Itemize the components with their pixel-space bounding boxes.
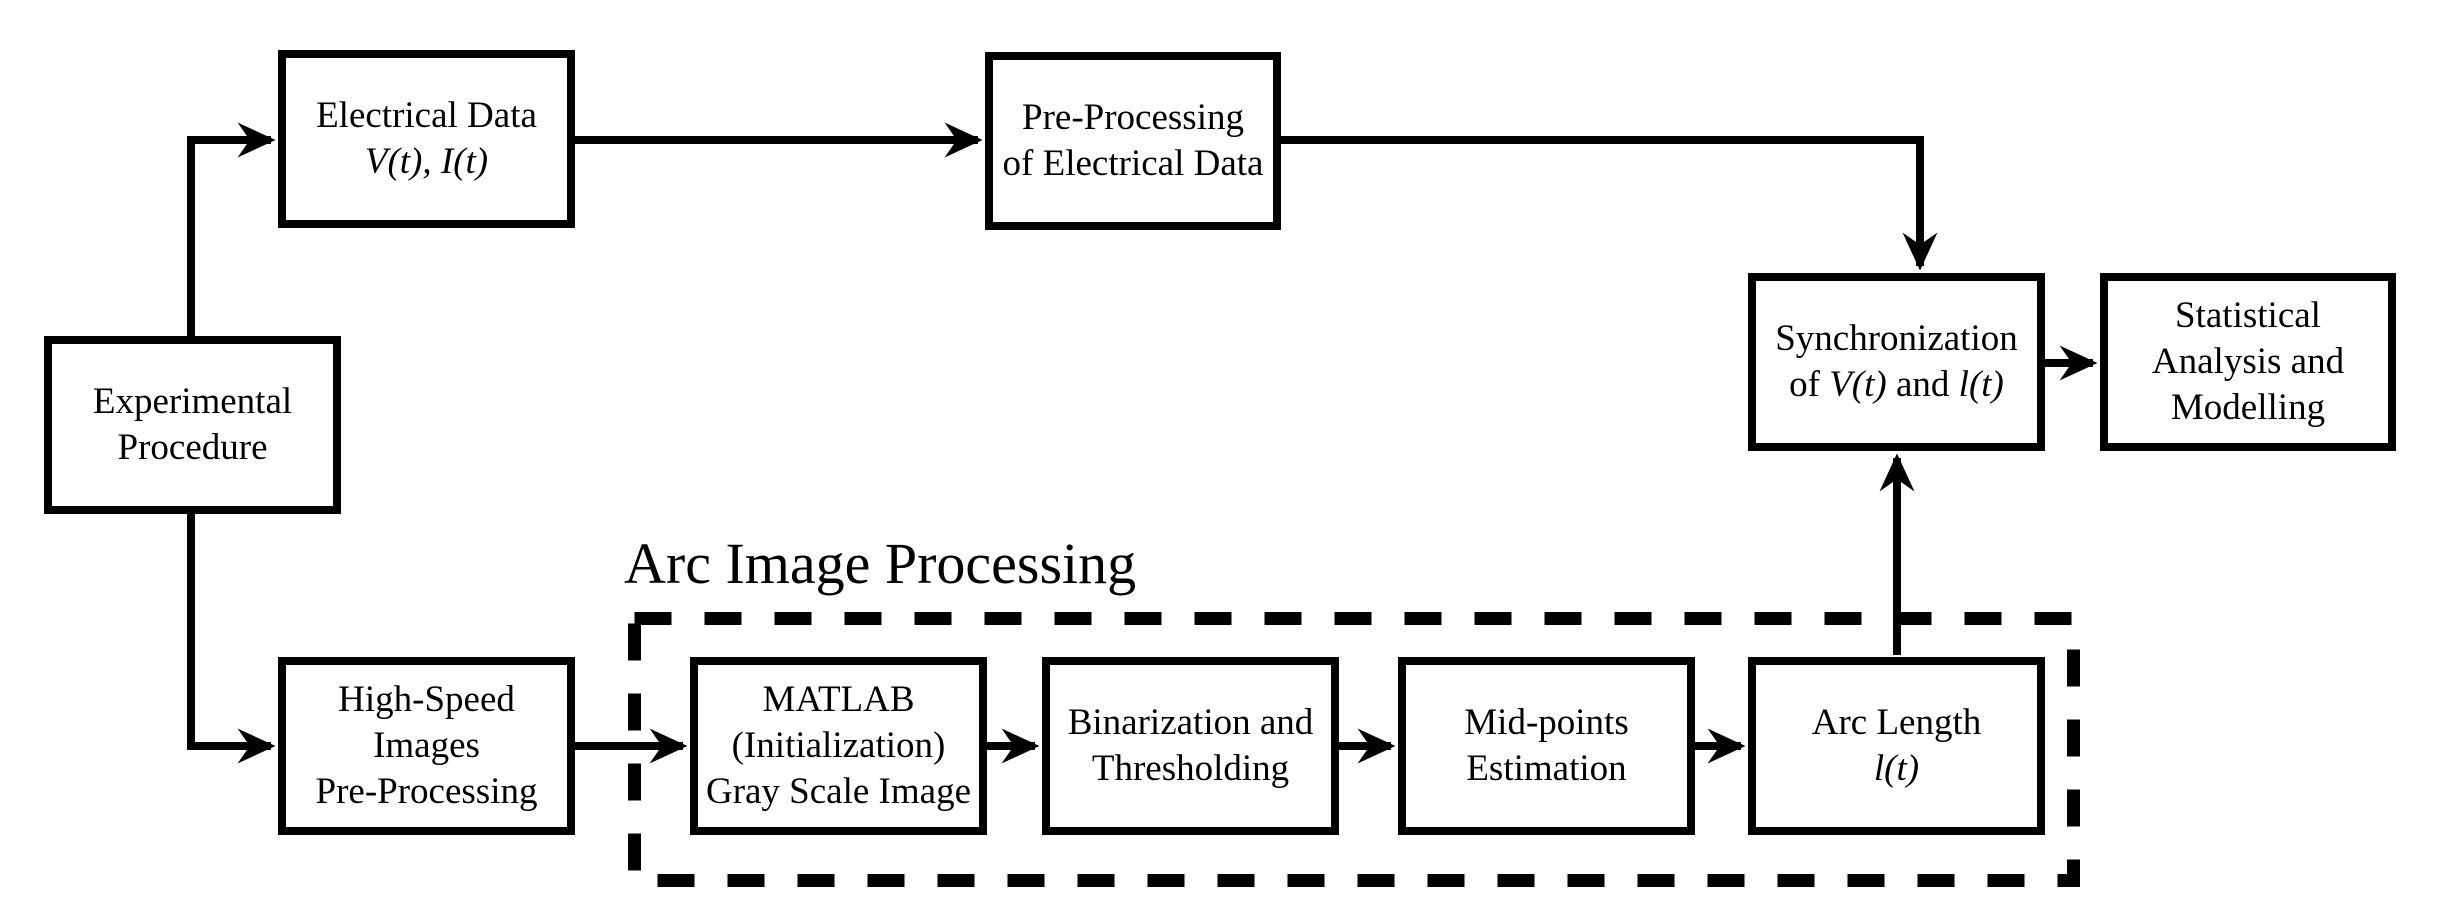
box-line: Images <box>373 725 480 766</box>
arc-image-processing-dashed-boundary <box>628 612 2080 887</box>
box-high-speed-images: High-Speed Images Pre-Processing <box>278 657 575 835</box>
box-line: Experimental <box>92 381 293 422</box>
box-line: Statistical <box>2175 295 2321 336</box>
box-line: Procedure <box>117 427 268 468</box>
box-binarization-thresholding: Binarization and Thresholding <box>1042 657 1339 835</box>
box-line: (Initialization) <box>731 725 946 766</box>
connector-experimental-to-electrical <box>187 122 276 336</box>
box-line: Analysis and <box>2151 341 2345 382</box>
box-line: of Electrical Data <box>1002 143 1264 184</box>
box-line: MATLAB <box>762 679 915 720</box>
box-experimental-procedure: Experimental Procedure <box>44 336 341 514</box>
box-line: Electrical Data <box>316 95 537 136</box>
box-preprocessing-electrical-data: Pre-Processing of Electrical Data <box>985 52 1281 230</box>
box-arc-length: Arc Length l(t) <box>1748 657 2045 835</box>
box-line: V(t), I(t) <box>364 141 489 182</box>
box-line: Mid-points <box>1464 702 1629 743</box>
box-electrical-data: Electrical Data V(t), I(t) <box>278 50 575 228</box>
box-line: Pre-Processing <box>315 771 538 812</box>
box-line: Synchronization <box>1775 318 2018 359</box>
box-statistical-analysis: Statistical Analysis and Modelling <box>2100 273 2396 451</box>
box-synchronization: Synchronization of V(t) and l(t) <box>1748 273 2045 451</box>
box-matlab-grayscale: MATLAB (Initialization) Gray Scale Image <box>690 657 987 835</box>
box-line: High-Speed <box>338 679 515 720</box>
box-line: Modelling <box>2170 387 2326 428</box>
box-line: Thresholding <box>1091 748 1290 789</box>
connector-preprocessing-to-synchronization <box>1277 136 1938 271</box>
box-line: Binarization and <box>1067 702 1314 743</box>
box-line: l(t) <box>1873 748 1920 789</box>
connector-experimental-to-highspeed <box>187 509 276 764</box>
box-line: Gray Scale Image <box>705 771 972 812</box>
arc-image-processing-label: Arc Image Processing <box>624 531 1137 596</box>
box-midpoints-estimation: Mid-points Estimation <box>1398 657 1695 835</box>
box-line: Arc Length <box>1811 702 1982 743</box>
box-line: of V(t) and l(t) <box>1789 364 2004 405</box>
box-line: Pre-Processing <box>1022 97 1244 138</box>
box-line: Estimation <box>1466 748 1627 789</box>
